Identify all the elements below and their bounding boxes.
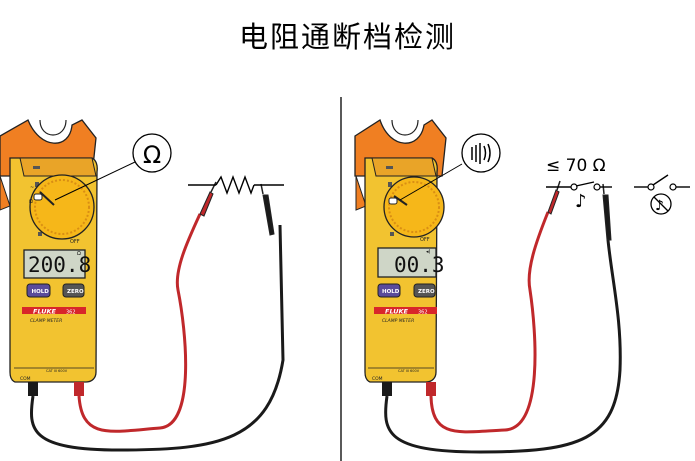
left-hold-button[interactable] [26, 283, 51, 298]
svg-text:CAT III 600V: CAT III 600V [46, 369, 68, 373]
ohm-symbol: Ω [143, 141, 161, 169]
ohm-icon [132, 133, 172, 173]
right-off-label: OFF [420, 237, 430, 243]
resistor-icon [188, 175, 284, 195]
right-red-lead [429, 211, 550, 434]
left-zero-button[interactable] [62, 283, 85, 298]
left-rotary-dial [29, 174, 95, 240]
threshold-label: ≤ 70 Ω [546, 156, 606, 176]
right-zero-label: ZERO [418, 289, 435, 295]
right-black-probe [602, 194, 612, 241]
left-black-probe [262, 194, 275, 236]
left-meter: Ω ~ OFF 200.8 Ω HOLD ZERO FLUKE 362 CLAM… [0, 119, 98, 396]
left-zero-label: ZERO [67, 289, 84, 295]
svg-text:Ω: Ω [77, 251, 81, 257]
right-com-label: COM [372, 376, 383, 382]
closed-switch-icon [546, 181, 612, 191]
left-off-label: OFF [70, 239, 80, 245]
right-subtitle: CLAMP METER [382, 318, 414, 324]
left-black-lead [29, 224, 285, 452]
left-model: 362 [66, 310, 76, 316]
right-hold-label: HOLD [382, 289, 400, 295]
left-hold-label: HOLD [32, 289, 50, 295]
left-lcd-value: 200.8 [28, 253, 91, 277]
svg-text:◂): ◂) [426, 249, 431, 255]
right-hold-button[interactable] [377, 283, 401, 298]
left-lcd [23, 249, 86, 279]
svg-text:Ω: Ω [29, 199, 33, 205]
continuity-icon [461, 133, 501, 173]
right-lcd-value: 00.3 [394, 253, 445, 277]
right-brand: FLUKE [385, 308, 409, 316]
left-subtitle: CLAMP METER [30, 318, 62, 324]
right-red-probe [547, 189, 560, 215]
right-rotary-dial [383, 176, 445, 238]
beep-note-icon: ♪ [575, 191, 587, 212]
right-lcd [377, 247, 437, 278]
right-zero-button[interactable] [413, 283, 436, 298]
continuity-waves [471, 143, 491, 164]
open-switch-icon [634, 174, 690, 191]
svg-text:CAT III 600V: CAT III 600V [398, 369, 420, 373]
left-red-probe [199, 191, 214, 217]
right-black-lead [384, 239, 622, 454]
svg-text:~: ~ [30, 185, 34, 191]
right-model: 362 [418, 310, 428, 316]
left-red-lead [77, 213, 202, 433]
left-brand: FLUKE [33, 308, 57, 316]
svg-text:♪: ♪ [655, 198, 664, 214]
left-com-label: COM [20, 376, 31, 382]
right-meter: OFF 00.3 ◂) HOLD ZERO FLUKE 362 CLAMP ME… [354, 119, 447, 396]
mute-note-icon: ♪ [650, 193, 672, 215]
page-title: 电阻通断档检测 [238, 20, 456, 54]
